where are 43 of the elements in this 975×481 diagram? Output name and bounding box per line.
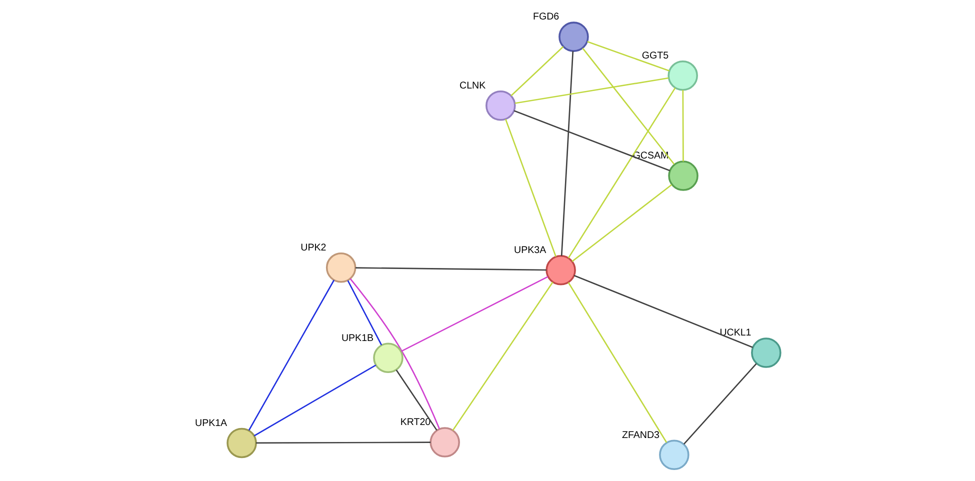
connector: [568, 282, 668, 443]
node-label: KRT20: [400, 417, 431, 428]
connector: [452, 282, 554, 431]
connector: [504, 118, 556, 257]
node-label: UCKL1: [720, 328, 752, 339]
connector: [514, 110, 670, 172]
connector: [683, 363, 757, 444]
node-circle: [226, 428, 257, 458]
node-label: GGT5: [642, 50, 669, 62]
connector: [254, 364, 376, 436]
node-label: UPK1A: [195, 418, 228, 429]
node-circle: [546, 255, 576, 286]
connector: [256, 442, 431, 444]
node-circle: [430, 427, 460, 458]
node-circle: [659, 440, 690, 470]
connector: [350, 278, 440, 430]
node-circle: [373, 342, 404, 374]
node-circle: [668, 60, 698, 91]
node-circle: [668, 160, 698, 191]
connector: [572, 184, 672, 262]
connector: [568, 87, 676, 258]
node-label: UPK2: [300, 242, 326, 254]
connector: [510, 46, 564, 96]
connector: [347, 280, 382, 346]
connector: [355, 267, 546, 271]
node-circle: [751, 338, 782, 368]
connector: [560, 51, 574, 256]
connector: [514, 77, 669, 104]
node-label: CLNK: [460, 80, 486, 92]
node-label: UPK3A: [514, 245, 546, 256]
connector: [400, 276, 548, 352]
connector: [582, 48, 675, 165]
node-label: FGD6: [533, 12, 560, 23]
node-label: UPK1B: [341, 332, 374, 344]
node-circle: [486, 90, 516, 121]
connector: [396, 370, 438, 431]
node-label: ZFAND3: [622, 430, 660, 441]
connector: [248, 280, 335, 431]
node-circle: [558, 22, 589, 52]
connector: [574, 274, 753, 348]
node-circle: [326, 252, 356, 283]
connector: [682, 90, 684, 162]
connector: [587, 41, 670, 72]
